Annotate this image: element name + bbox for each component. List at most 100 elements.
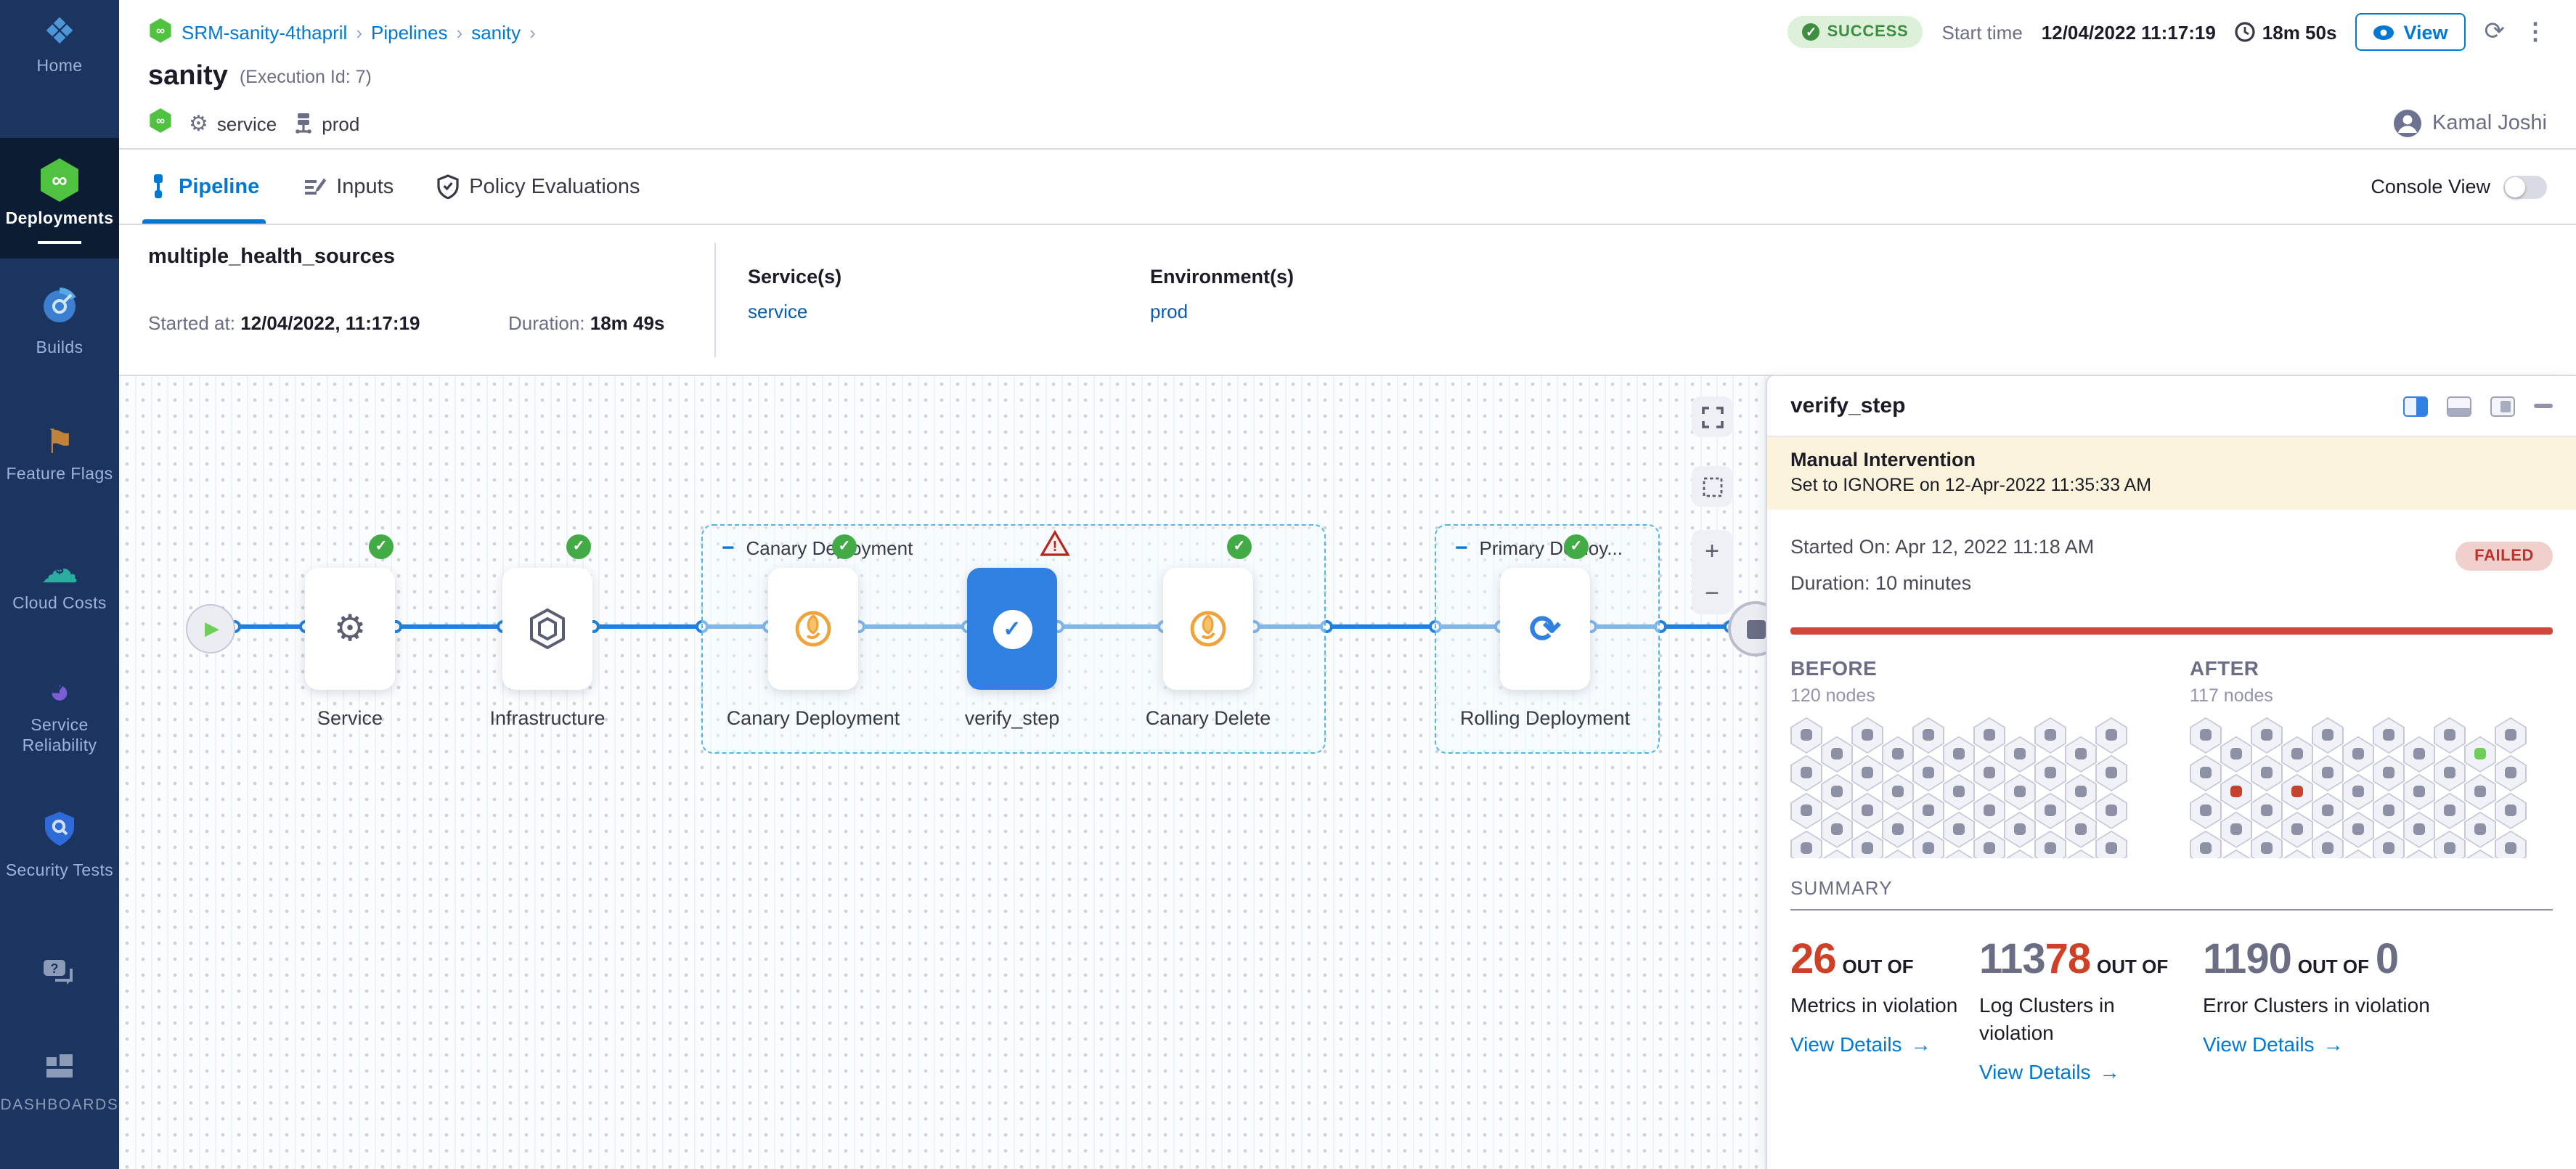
service-reliability-icon: ◕✓ (49, 672, 70, 712)
before-node-grid[interactable] (1790, 717, 2151, 858)
node-hex (1912, 754, 1944, 791)
sidebar-item-label: Home (36, 58, 83, 76)
group-label[interactable]: Canary Deployment (746, 537, 913, 559)
environment-link[interactable]: prod (1150, 301, 1189, 322)
active-underline (38, 240, 81, 244)
node-hex (2495, 754, 2527, 791)
node-hex (2312, 717, 2344, 754)
kebab-menu-icon[interactable]: ⋮ (2524, 20, 2547, 45)
layout-split-right-icon[interactable] (2403, 396, 2428, 416)
console-view-toggle[interactable] (2503, 175, 2547, 198)
edge-connector-dot (1319, 620, 1332, 633)
user-info[interactable]: Kamal Joshi (2393, 109, 2547, 138)
node-service[interactable]: ✓ ⚙ (305, 534, 395, 690)
node-hex (2434, 717, 2466, 754)
chevron-right-icon: › (356, 21, 362, 43)
node-hex (2095, 830, 2127, 858)
node-label: Service (317, 707, 383, 729)
node-hex (2251, 792, 2283, 829)
svg-text:?: ? (51, 961, 59, 976)
view-button[interactable]: View (2355, 13, 2466, 51)
sidebar-item-cloud-costs[interactable]: ☁$ Cloud Costs (0, 550, 119, 614)
breadcrumb-pipeline-name[interactable]: sanity (471, 21, 521, 43)
summary-row: 26 OUT OF Metrics in violation View Deta… (1790, 937, 2553, 1086)
node-hex (1821, 849, 1853, 858)
zoom-out-button[interactable]: − (1705, 579, 1719, 607)
after-node-grid[interactable] (2190, 717, 2550, 858)
sidebar-item-builds[interactable]: Builds (0, 287, 119, 359)
view-details-link[interactable]: View Details→ (1790, 1032, 1931, 1056)
step-duration: Duration: 10 minutes (1790, 571, 1972, 594)
breadcrumb-project[interactable]: SRM-sanity-4thapril (182, 21, 348, 43)
inputs-icon (304, 177, 326, 194)
start-time-label: Start time (1941, 21, 2023, 43)
console-view-label: Console View (2371, 176, 2490, 197)
sidebar-item-label: Service Reliability (22, 717, 97, 756)
node-hex (2190, 830, 2222, 858)
panel-title: verify_step (1790, 394, 1906, 418)
breadcrumb-pipelines[interactable]: Pipelines (371, 21, 448, 43)
play-icon: ▶ (205, 617, 219, 639)
node-hex (2065, 773, 2097, 810)
node-hex (2281, 736, 2313, 773)
after-column: AFTER 117 nodes (2190, 656, 2550, 858)
node-hex (2373, 717, 2405, 754)
sidebar-item-security-tests[interactable]: Security Tests (0, 810, 119, 881)
canary-icon (1190, 611, 1226, 647)
sidebar-item-service-reliability[interactable]: ◕✓ Service Reliability (0, 675, 119, 758)
layout-floating-icon[interactable] (2490, 396, 2515, 416)
svg-text:∞: ∞ (156, 23, 165, 37)
home-icon: ❖ (43, 12, 76, 52)
sidebar-item-deployments[interactable]: ∞ Deployments (0, 138, 119, 258)
node-hex (2065, 736, 2097, 773)
node-hex (2403, 773, 2435, 810)
node-hex (2403, 811, 2435, 848)
tab-pipeline[interactable]: Pipeline (142, 150, 265, 224)
view-details-link[interactable]: View Details→ (2203, 1032, 2344, 1056)
node-canary-deployment[interactable]: ✓ (768, 534, 858, 690)
tab-inputs[interactable]: Inputs (303, 150, 394, 224)
sidebar-item-home[interactable]: ❖ Home (0, 12, 119, 78)
before-label: BEFORE (1790, 656, 1878, 680)
tab-policy-evaluations[interactable]: Policy Evaluations (437, 150, 640, 224)
node-hex (2464, 849, 2496, 858)
layout-bottom-icon[interactable] (2447, 396, 2471, 416)
marquee-select-button[interactable] (1692, 466, 1732, 507)
node-canary-delete[interactable]: ✓ (1163, 534, 1253, 690)
node-hex (1912, 792, 1944, 829)
sidebar-item-label: Security Tests (5, 862, 114, 880)
environment-tag[interactable]: prod (293, 112, 359, 135)
node-hex (2281, 849, 2313, 858)
zoom-in-button[interactable]: + (1705, 537, 1719, 565)
verify-step-icon: ✓ (993, 609, 1032, 648)
node-hex (2434, 830, 2466, 858)
node-hex (1973, 792, 2005, 829)
pipeline-start-node[interactable]: ▶ (186, 604, 235, 653)
zoom-controls: + − (1692, 530, 1732, 614)
chevron-right-icon: › (529, 21, 536, 43)
node-hex (1821, 773, 1853, 810)
view-details-link[interactable]: View Details→ (1979, 1060, 2120, 1084)
minimize-panel-icon[interactable] (2534, 404, 2553, 408)
refresh-icon[interactable]: ⟳ (2484, 17, 2506, 45)
collapse-group-icon[interactable]: − (1455, 536, 1468, 561)
node-infrastructure[interactable]: ✓ (502, 534, 592, 690)
group-label[interactable]: Primary Deploy... (1479, 537, 1623, 559)
node-rolling-deployment[interactable]: ✓ ⟳ (1500, 534, 1590, 690)
node-hex (2220, 773, 2252, 810)
node-hex (2065, 811, 2097, 848)
sidebar-item-feature-flags[interactable]: ⚑ Feature Flags (0, 425, 119, 486)
node-hex (1851, 754, 1883, 791)
sidebar-item-dashboards[interactable]: DASHBOARDS (0, 1054, 119, 1115)
main-content: ∞ SRM-sanity-4thapril › Pipelines › sani… (119, 0, 2576, 1169)
console-view-control: Console View (2371, 150, 2547, 224)
policy-shield-icon (437, 174, 459, 199)
service-tag[interactable]: ⚙ service (189, 112, 277, 137)
node-verify-step[interactable]: ! ✓ (967, 529, 1070, 690)
collapse-group-icon[interactable]: − (722, 536, 735, 561)
node-label: Rolling Deployment (1459, 707, 1631, 729)
panel-body: Started On: Apr 12, 2022 11:18 AM Durati… (1767, 530, 2576, 1086)
sidebar-item-help[interactable]: ? (0, 957, 119, 996)
service-link[interactable]: service (748, 301, 808, 322)
fit-to-screen-button[interactable] (1692, 396, 1732, 437)
